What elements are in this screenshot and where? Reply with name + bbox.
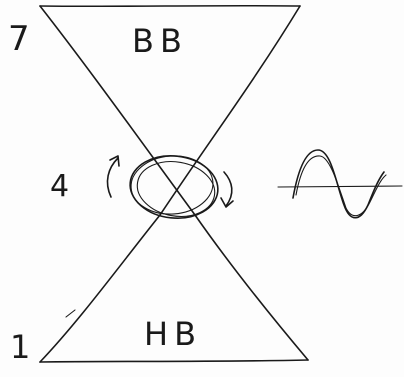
- sine-curve: [292, 149, 385, 219]
- rotation-arrows: [106, 155, 234, 208]
- upper-cone-right-edge: [159, 5, 301, 216]
- lower-cone-right-edge: [194, 214, 309, 361]
- lower-cone-bottom-edge: [39, 359, 309, 363]
- top-region-label: BB: [132, 22, 188, 60]
- sine-wave: [277, 149, 403, 219]
- bottom-region-label: HB: [144, 315, 202, 353]
- waist-ellipse: [129, 155, 219, 219]
- top-level-label: 7: [8, 19, 30, 59]
- tick-mark: [65, 309, 76, 318]
- upper-cone-left-edge: [39, 5, 196, 216]
- sine-curve-overtrace: [295, 155, 387, 217]
- lower-cone: [39, 214, 309, 363]
- middle-level-label: 4: [50, 169, 69, 204]
- left-arrowhead: [109, 155, 120, 167]
- right-rotation-arrow: [223, 171, 233, 207]
- left-rotation-arrow: [106, 157, 119, 198]
- upper-cone: [39, 4, 301, 216]
- sine-axis: [277, 185, 403, 188]
- bottom-level-label: 1: [10, 328, 30, 366]
- upper-cone-top-edge: [39, 4, 301, 8]
- lower-cone-left-edge: [39, 214, 161, 363]
- right-arrowhead: [220, 197, 234, 208]
